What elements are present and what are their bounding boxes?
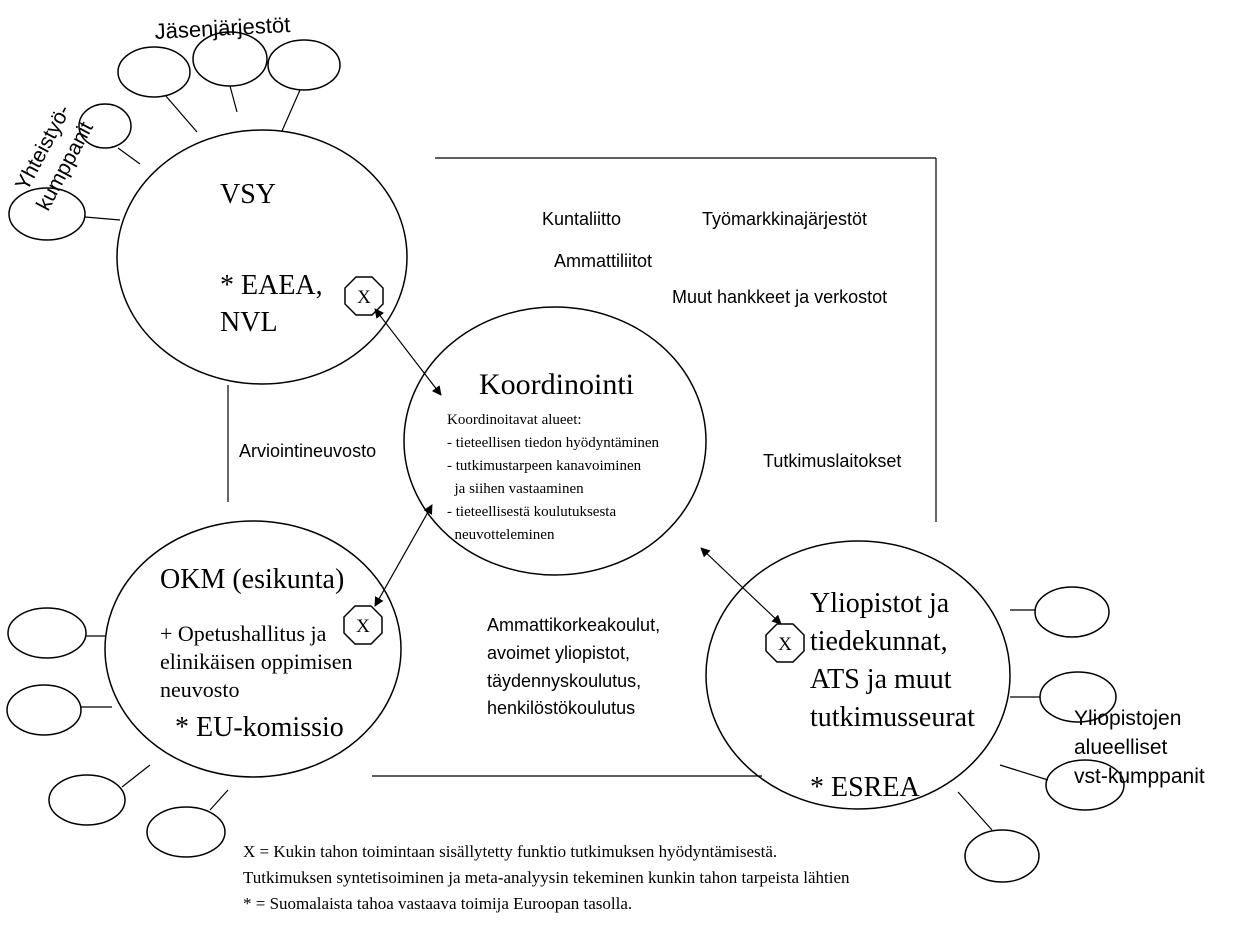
tyomarkkinajarjestot-label: Työmarkkinajärjestöt (702, 209, 867, 229)
vsy-nvl: NVL (220, 307, 278, 338)
vsy-eaea: * EAEA, (220, 270, 323, 301)
koordinointi-item: neuvotteleminen (447, 527, 555, 543)
connector-line (84, 216, 121, 221)
jasenjarjestot-satellites (117, 31, 341, 133)
octagon-icon (343, 605, 383, 645)
satellite-ellipse (267, 39, 341, 91)
yliopistot-line: Yliopistot ja (810, 588, 950, 619)
tutkimuslaitokset-label: Tutkimuslaitokset (763, 451, 901, 471)
okm-line: elinikäisen oppimisen (160, 649, 352, 674)
frame-lines (227, 157, 937, 777)
connector-line (209, 789, 229, 811)
octagon-icon (344, 276, 384, 316)
amk-label-line: henkilöstökoulutus (487, 698, 635, 718)
okm-eu: * EU-komissio (175, 712, 344, 743)
x-marker-label: X (778, 634, 792, 655)
satellite-ellipse (8, 187, 86, 241)
connector-line (957, 791, 993, 831)
okm-line: neuvosto (160, 677, 239, 702)
ammattiliitot-label: Ammattiliitot (554, 251, 652, 271)
satellite-ellipse (146, 806, 226, 858)
legend-line: X = Kukin tahon toimintaan sisällytetty … (243, 842, 777, 861)
kuntaliitto-label: Kuntaliitto (542, 209, 621, 229)
arrow-vsy-koordinointi (374, 308, 442, 396)
satellite-ellipse (6, 684, 82, 736)
yliopistojen-label-line: alueelliset (1074, 736, 1168, 759)
okm-title: OKM (esikunta) (160, 564, 344, 595)
yliopistojen-label: Yliopistojen alueelliset vst-kumppanit (1074, 707, 1205, 788)
octagon-icon (765, 623, 805, 663)
yliopistojen-label-line: Yliopistojen (1074, 707, 1181, 730)
koordinointi-intro: Koordinoitavat alueet: (447, 412, 582, 428)
yliopistot-line: ATS ja muut (810, 664, 952, 695)
legend-line: Tutkimuksen syntetisoiminen ja meta-anal… (243, 868, 850, 887)
vsy-ellipse (116, 129, 408, 385)
x-marker-label: X (357, 287, 371, 308)
muut-hankkeet-label: Muut hankkeet ja verkostot (672, 287, 887, 307)
okm-satellites (6, 607, 229, 858)
koordinointi-item: - tieteellisestä koulutuksesta (447, 504, 616, 520)
yhteistyo-satellites (8, 103, 141, 241)
satellite-ellipse (7, 607, 87, 659)
x-marker-okm: X (343, 605, 383, 645)
koordinointi-ellipse (403, 306, 707, 576)
yliopistot-line: tiedekunnat, (810, 626, 948, 657)
okm-ellipse (104, 520, 402, 778)
yliopistot-ellipse (705, 540, 1011, 810)
koordinointi-item: - tutkimustarpeen kanavoiminen (447, 458, 642, 474)
yliopistot-esrea: * ESREA (810, 772, 920, 803)
satellite-ellipse (964, 829, 1040, 883)
connector-line (117, 147, 141, 165)
yliopistot-line: tutkimusseurat (810, 702, 975, 733)
satellite-ellipse (1045, 759, 1125, 811)
satellite-ellipse (78, 103, 132, 149)
connector-line (229, 85, 238, 113)
amk-label-line: Ammattikorkeakoulut, (487, 615, 660, 635)
arviointineuvosto-label: Arviointineuvosto (239, 441, 376, 461)
connector-line (164, 94, 198, 133)
connector-line (121, 764, 151, 788)
koordinointi-item: - tieteellisen tiedon hyödyntäminen (447, 435, 660, 451)
yliopistot-satellites (957, 586, 1125, 883)
vsy-title: VSY (220, 179, 276, 210)
connector-line (999, 764, 1049, 781)
satellite-ellipse (117, 46, 191, 98)
amk-label-line: täydennyskoulutus, (487, 671, 641, 691)
satellite-ellipse (1034, 586, 1110, 638)
x-marker-vsy: X (344, 276, 384, 316)
yliopistojen-label-line: vst-kumppanit (1074, 765, 1205, 788)
okm-line: + Opetushallitus ja (160, 621, 327, 646)
jasenjarjestot-label: Jäsenjärjestöt (154, 12, 291, 44)
koordinointi-title: Koordinointi (479, 368, 634, 401)
amk-label-line: avoimet yliopistot, (487, 643, 630, 663)
legend-line: * = Suomalaista tahoa vastaava toimija E… (243, 894, 632, 913)
satellite-ellipse (48, 774, 126, 826)
x-marker-label: X (356, 616, 370, 637)
connector-line (281, 89, 301, 132)
arrow-okm-koordinointi (374, 504, 433, 607)
x-marker-yliopistot: X (765, 623, 805, 663)
arrow-koordinointi-yliopistot (700, 547, 782, 625)
koordinointi-item: ja siihen vastaaminen (447, 481, 584, 497)
